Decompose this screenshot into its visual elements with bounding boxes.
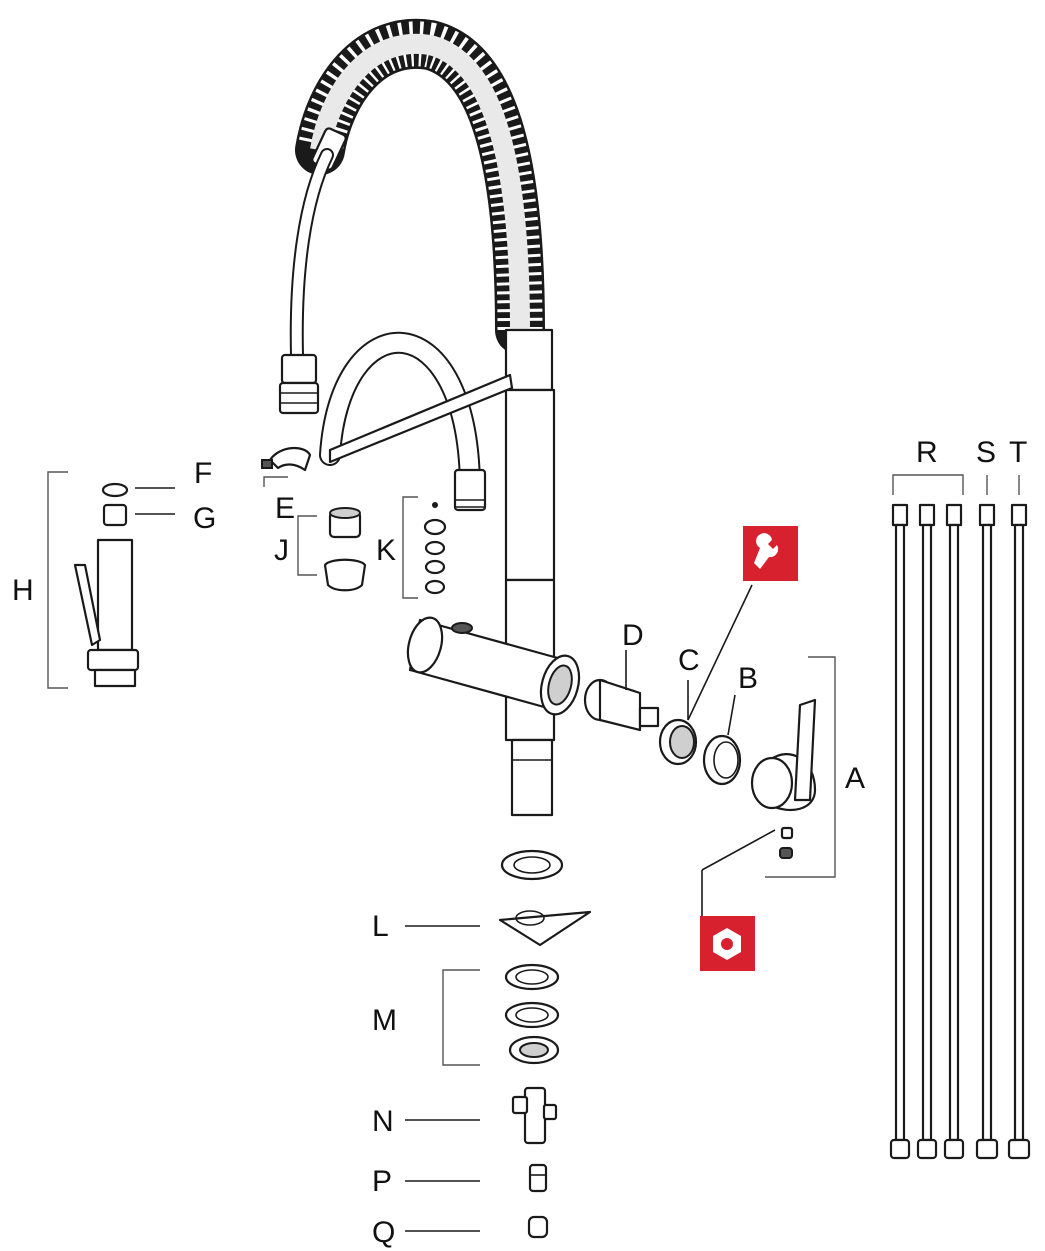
bracket-r: [892, 474, 964, 495]
bracket-h: [47, 471, 68, 689]
ring-part-b: [702, 734, 742, 786]
supply-hose-3: [943, 503, 965, 1160]
label-l: L: [372, 910, 389, 943]
part-labels: F G H E J K D C B A L M N P Q R S T: [12, 436, 1027, 1249]
label-b: B: [738, 662, 758, 695]
label-s: S: [976, 436, 996, 469]
spray-hose: [278, 148, 334, 415]
group-brackets: [47, 471, 964, 1066]
label-f: F: [194, 457, 212, 490]
hex-nut-icon: [700, 916, 755, 971]
bracket-m: [442, 969, 480, 1066]
supply-hoses: [889, 503, 1031, 1160]
label-j: J: [274, 534, 289, 567]
supply-hose-2: [916, 503, 938, 1160]
label-k: K: [376, 534, 396, 567]
label-c: C: [678, 644, 700, 677]
cartridge-part-d: [583, 678, 660, 732]
mounting-parts: [498, 849, 592, 1065]
leader-lines: [135, 475, 1020, 1232]
clip-part-e: [261, 447, 312, 472]
wrench-icon: [743, 526, 798, 581]
label-p: P: [372, 1165, 392, 1198]
label-r: R: [916, 436, 938, 469]
spring-coil-spout: [295, 18, 545, 355]
rigid-spout: [319, 331, 514, 512]
faucet-column: [504, 328, 556, 817]
supply-hose-4: [975, 503, 999, 1160]
label-n: N: [372, 1105, 394, 1138]
label-d: D: [622, 619, 644, 652]
spray-head-parts: [73, 482, 140, 688]
bracket-k: [402, 496, 418, 599]
bracket-j: [297, 515, 317, 576]
label-e: E: [275, 492, 295, 525]
parts-j: [323, 507, 367, 592]
supply-hose-1: [889, 503, 911, 1160]
connector-parts: [511, 1086, 558, 1239]
ring-part-c: [658, 718, 698, 766]
label-g: G: [193, 502, 216, 535]
valve-housing: [406, 616, 581, 716]
label-t: T: [1009, 436, 1027, 469]
supply-hose-5: [1007, 503, 1031, 1160]
label-a: A: [845, 762, 865, 795]
label-q: Q: [372, 1216, 395, 1249]
o-rings-part-k: [423, 502, 447, 595]
bracket-e: [263, 476, 288, 487]
handle-part-a: [750, 698, 817, 859]
bracket-a: [765, 656, 836, 878]
label-m: M: [372, 1004, 397, 1037]
label-h: H: [12, 574, 34, 607]
